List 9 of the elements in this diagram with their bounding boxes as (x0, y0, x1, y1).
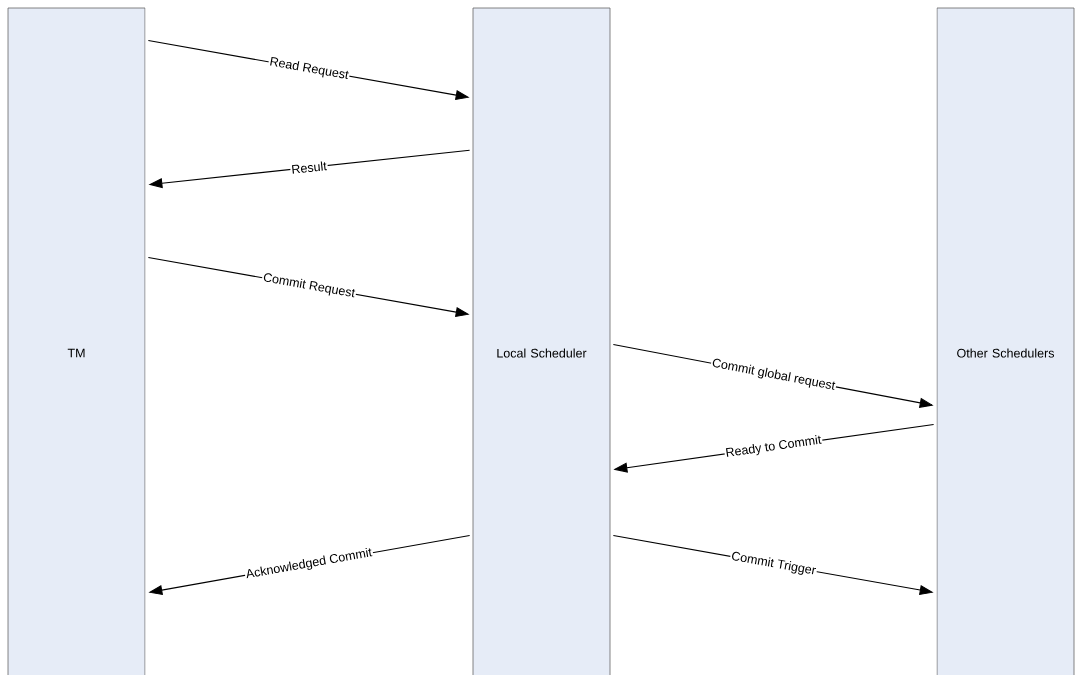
edge-label: Result (289, 159, 329, 176)
edge-label: Commit Trigger (729, 549, 818, 579)
lane-box: Local Scheduler (472, 7, 611, 675)
lane-box: Other Schedulers (936, 7, 1075, 675)
edge-label: Commit global request (709, 356, 838, 394)
edge-label: Read Request (267, 55, 351, 83)
lane-box: TM (7, 7, 146, 675)
edge-label: Ready to Commit (723, 433, 824, 461)
edge-label: Commit Request (261, 271, 357, 301)
